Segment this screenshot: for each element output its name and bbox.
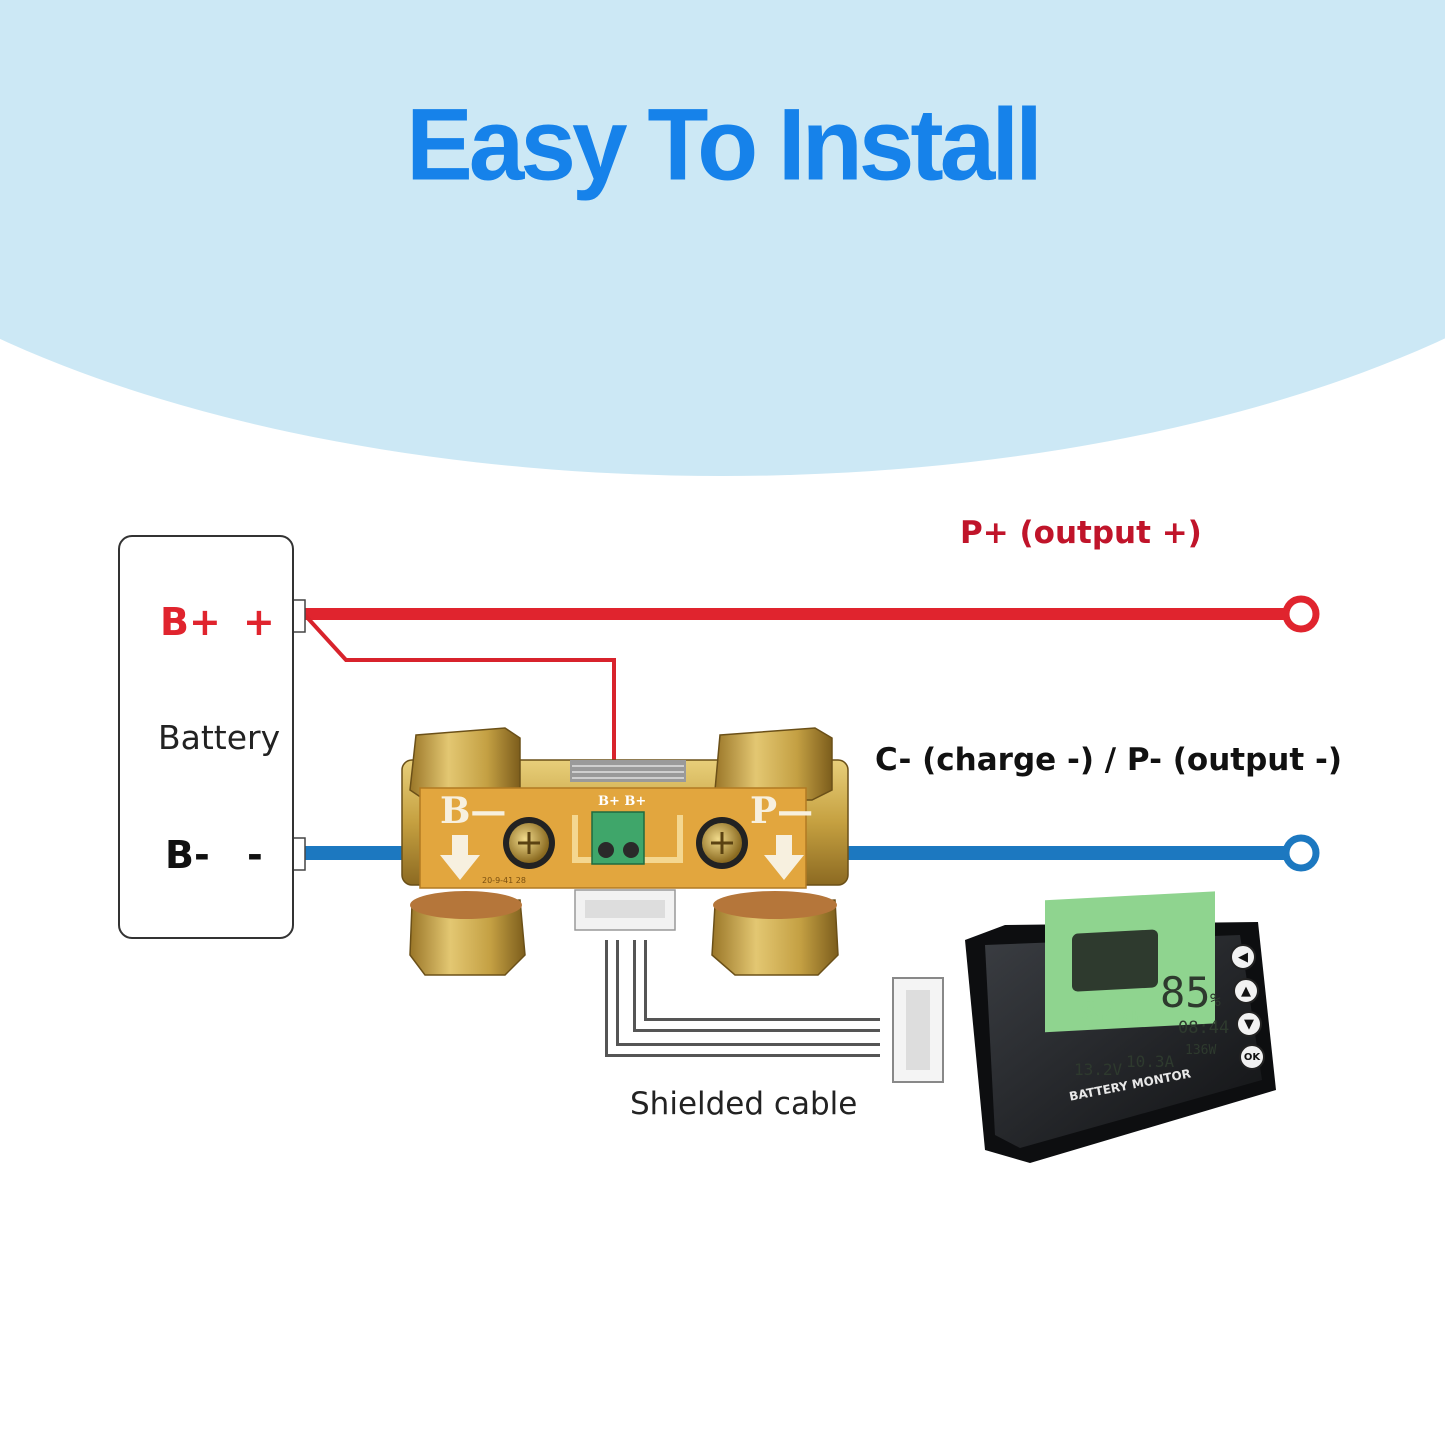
negative-wire	[304, 834, 1320, 872]
shunt-right-mark: P—	[750, 790, 814, 832]
lcd-percent: 85	[1160, 968, 1211, 1017]
lcd-capacity-unit: Ah	[1122, 1008, 1142, 1027]
positive-output-label: P+ (output +)	[960, 515, 1202, 551]
lcd-voltage: 13.2V	[1074, 1060, 1123, 1079]
lcd-power: 136W	[1185, 1043, 1217, 1058]
battery-box	[118, 535, 294, 939]
back-icon: ◀	[1230, 944, 1256, 970]
ok-button: OK	[1239, 1044, 1265, 1070]
battery-pos-terminal: B+	[160, 600, 221, 644]
negative-output-label: C- (charge -) / P- (output -)	[875, 742, 1342, 778]
lcd-current: 10.3A	[1126, 1052, 1175, 1071]
battery-label: Battery	[158, 718, 281, 757]
lcd-capacity: 84	[1080, 995, 1121, 1035]
shunt-serial: 20-9-41 28	[482, 876, 526, 885]
shielded-cable	[605, 940, 944, 1083]
positive-wire	[298, 595, 1320, 770]
battery-monitor	[965, 891, 1276, 1163]
battery-neg-post	[292, 837, 306, 871]
shunt-illustration	[401, 727, 849, 976]
sky-background	[0, 0, 1445, 476]
shunt-connector-labels: B+ B+	[598, 794, 647, 809]
down-arrow-icon: ▼	[1236, 1011, 1262, 1037]
battery-neg-terminal: B-	[165, 833, 210, 877]
lcd-time: 08:44	[1178, 1018, 1230, 1038]
up-arrow-icon: ▲	[1233, 978, 1259, 1004]
shunt-left-mark: B—	[440, 790, 507, 832]
lcd-percent-unit: %	[1210, 990, 1221, 1011]
cable-label: Shielded cable	[630, 1086, 858, 1122]
battery-pos-sign: +	[243, 600, 275, 644]
battery-neg-sign: -	[247, 833, 263, 877]
page-title: Easy To Install	[406, 87, 1043, 203]
battery-pos-post	[292, 599, 306, 633]
